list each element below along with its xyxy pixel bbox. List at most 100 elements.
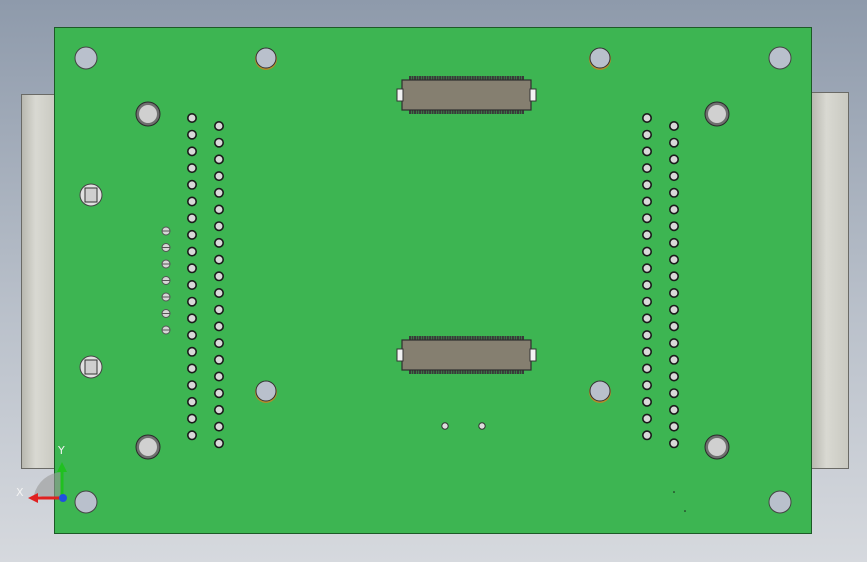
connector-lead <box>499 76 502 81</box>
connector-lead <box>516 109 519 114</box>
connector-lead <box>446 109 449 114</box>
left-header-pin <box>187 380 198 391</box>
connector-lead <box>481 369 484 374</box>
right-header-pin <box>668 421 679 432</box>
left-header-pin <box>214 338 225 349</box>
left-header-pin <box>187 346 198 357</box>
connector-lead <box>451 369 454 374</box>
standoff-face <box>708 438 726 456</box>
left-header-pin <box>187 113 198 124</box>
connector-lead <box>421 336 424 341</box>
right-header-pin <box>668 221 679 232</box>
right-header-pin <box>641 229 652 240</box>
connector-lead <box>479 369 482 374</box>
connector-lead <box>426 76 429 81</box>
left-enclosure-rail <box>21 94 57 469</box>
connector-lead <box>511 369 514 374</box>
left-header-pin <box>214 404 225 415</box>
right-header-pin <box>668 137 679 148</box>
connector-lead <box>522 109 524 114</box>
right-header-pin <box>641 213 652 224</box>
left-header-pin <box>187 246 198 257</box>
connector-lead <box>494 369 497 374</box>
connector-lead <box>429 109 432 114</box>
left-header-pin <box>214 204 225 215</box>
connector-lead <box>496 369 499 374</box>
left-header-pin <box>187 296 198 307</box>
left-header-pin <box>214 237 225 248</box>
left-header-pin <box>187 146 198 157</box>
connector-lead <box>431 76 434 81</box>
connector-lead <box>481 336 484 341</box>
right-header-pin <box>668 404 679 415</box>
connector-lead <box>504 369 507 374</box>
connector-lead <box>449 336 452 341</box>
connector-lead <box>459 76 462 81</box>
connector-lead <box>456 109 459 114</box>
connector-lead <box>416 109 419 114</box>
connector-lead <box>504 76 507 81</box>
right-header-pin <box>641 396 652 407</box>
connector-lead <box>419 76 422 81</box>
via-hole <box>589 47 611 69</box>
connector-lead <box>474 336 477 341</box>
connector-lead <box>456 76 459 81</box>
connector-lead <box>479 109 482 114</box>
standoff-face <box>139 438 157 456</box>
right-header-pin <box>641 279 652 290</box>
connector-lead <box>504 109 507 114</box>
left-header-pin <box>214 187 225 198</box>
connector-lead <box>471 369 474 374</box>
connector-latch <box>396 88 404 102</box>
connector-latch <box>396 348 404 362</box>
connector-lead <box>446 369 449 374</box>
connector-lead <box>409 76 411 81</box>
connector-lead <box>464 336 467 341</box>
left-header-pin <box>214 271 225 282</box>
right-header-pin <box>641 196 652 207</box>
left-header-pin <box>214 371 225 382</box>
right-header-pin <box>641 296 652 307</box>
right-header-pin <box>641 246 652 257</box>
connector-lead <box>434 336 437 341</box>
connector-lead <box>426 336 429 341</box>
connector-lead <box>426 109 429 114</box>
left-header-pin <box>214 321 225 332</box>
right-header-pin <box>641 146 652 157</box>
left-header-pin <box>214 388 225 399</box>
right-header-pin <box>641 313 652 324</box>
connector-lead <box>491 336 494 341</box>
connector-lead <box>516 369 519 374</box>
left-header-pin <box>187 213 198 224</box>
left-header-pin <box>187 330 198 341</box>
right-header-pin <box>668 237 679 248</box>
connector-lead <box>419 336 422 341</box>
connector-lead <box>519 76 522 81</box>
connector-lead <box>474 109 477 114</box>
connector-lead <box>519 336 522 341</box>
connector-lead <box>431 336 434 341</box>
standoff-face <box>139 105 157 123</box>
connector-lead <box>436 369 439 374</box>
connector-lead <box>416 76 419 81</box>
left-header-pin <box>187 279 198 290</box>
connector-lead <box>411 109 414 114</box>
right-header-pin <box>668 321 679 332</box>
connector-lead <box>474 76 477 81</box>
connector-lead <box>484 336 487 341</box>
connector-lead <box>411 369 414 374</box>
right-header-pin <box>641 129 652 140</box>
left-header-pin <box>187 363 198 374</box>
connector-lead <box>436 109 439 114</box>
mounting-hole <box>74 46 98 70</box>
right-header-pin <box>641 346 652 357</box>
connector-lead <box>441 369 444 374</box>
left-header-pin <box>214 121 225 132</box>
right-header-pin <box>668 388 679 399</box>
connector-lead <box>461 109 464 114</box>
connector-lead <box>426 369 429 374</box>
right-header-pin <box>668 271 679 282</box>
via-hole <box>255 47 277 69</box>
